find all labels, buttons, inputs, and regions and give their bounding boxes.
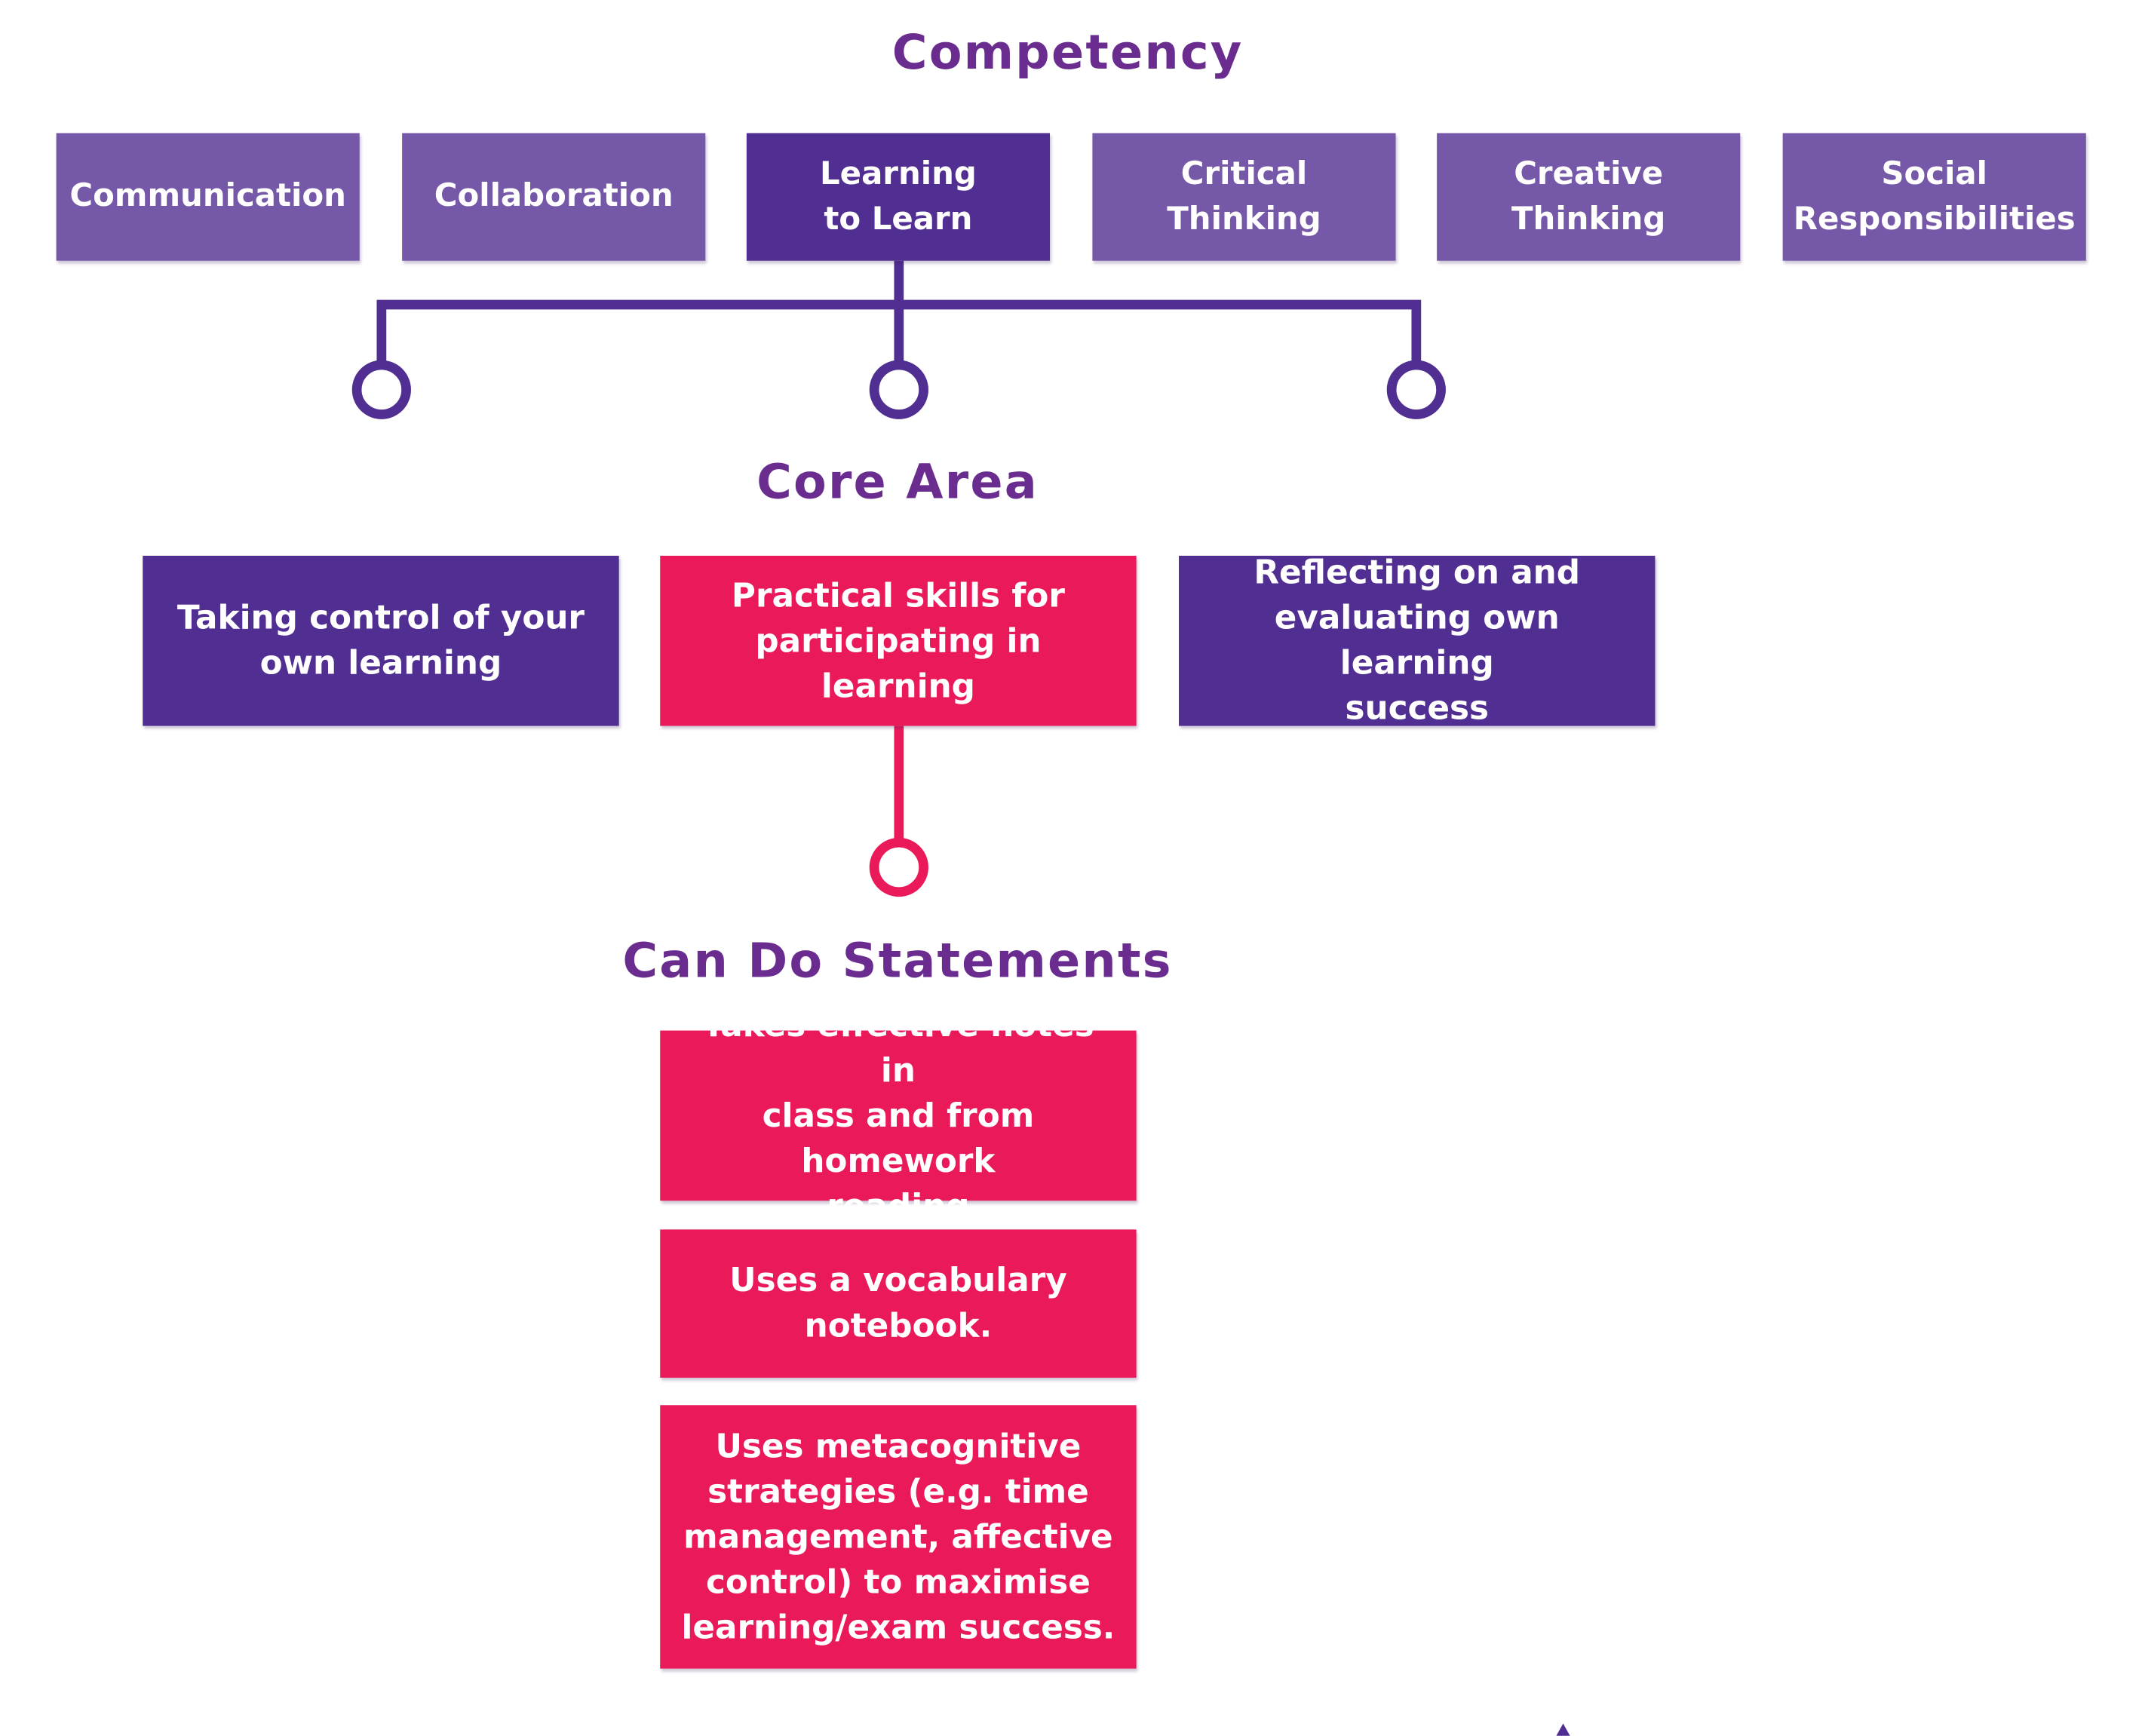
connector-node-right <box>1386 360 1446 419</box>
competency-to-core-connector <box>376 260 1422 366</box>
competency-heading: Competency <box>891 26 1244 81</box>
connector-node-left <box>351 360 411 419</box>
decorative-wedge <box>1556 1723 1570 1736</box>
core-area-heading: Core Area <box>756 455 1039 511</box>
competency-collaboration[interactable]: Collaboration <box>402 133 706 261</box>
can-do-heading: Can Do Statements <box>622 934 1173 989</box>
connector-node-center <box>869 360 928 419</box>
connector-node-can-do <box>869 837 928 897</box>
competency-communication[interactable]: Communication <box>56 133 360 261</box>
